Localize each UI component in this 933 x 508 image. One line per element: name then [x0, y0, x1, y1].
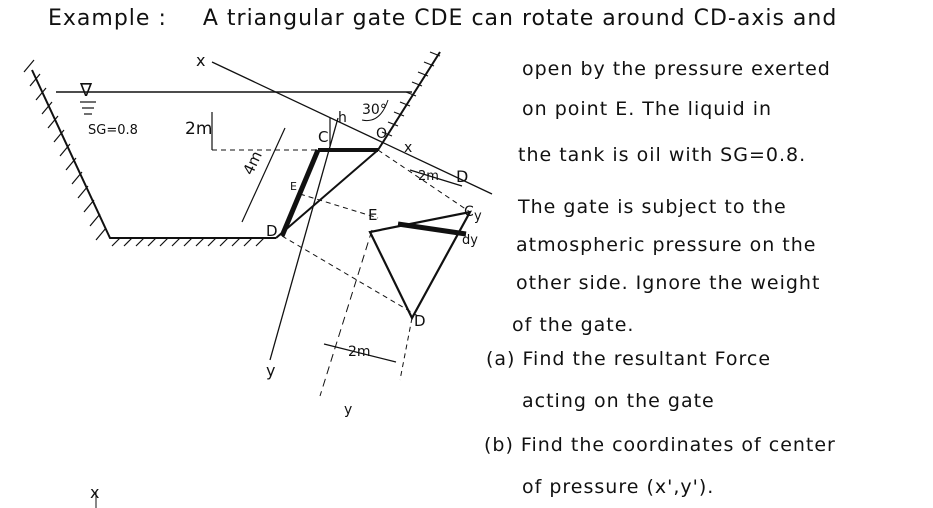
example-label: Example : — [48, 6, 167, 31]
y-label-small: y — [474, 209, 482, 224]
point-o-label: O — [376, 126, 387, 142]
y-label-bottom: y — [344, 402, 352, 418]
free-surface-symbol: ∇ — [79, 80, 93, 101]
h-label: h — [338, 110, 347, 126]
x-axis-line — [211, 61, 493, 195]
angle-arc — [361, 99, 389, 122]
example-title-text: A triangular gate CDE can rotate around … — [202, 6, 838, 31]
top-width-label: 2m — [418, 169, 439, 184]
triangular-gate — [368, 210, 473, 321]
point-e-label: E — [368, 206, 377, 224]
example-heading: Example : A triangular gate CDE can rota… — [48, 6, 837, 31]
specific-gravity-label: SG=0.8 — [88, 123, 138, 138]
wall-hatching — [23, 51, 441, 247]
gate-length-dimension — [241, 127, 286, 223]
problem-line-7: of the gate. — [512, 314, 635, 336]
depth-label: 2m — [185, 119, 212, 139]
point-d-label-bottom: D — [414, 312, 426, 330]
x-label-bottom: x — [90, 483, 99, 502]
projection-dashed-d — [281, 235, 419, 317]
tank-outline — [31, 51, 441, 239]
point-d-label-top: D — [456, 167, 468, 186]
problem-line-9: acting on the gate — [522, 390, 715, 412]
dy-strip — [397, 221, 467, 237]
problem-line-6: other side. Ignore the weight — [516, 272, 821, 294]
problem-line-1: open by the pressure exerted — [522, 58, 831, 80]
point-d-label-left: D — [266, 222, 278, 240]
projection-dashed-c — [377, 149, 471, 213]
problem-line-5: atmospheric pressure on the — [516, 234, 817, 256]
gate-edge-view — [279, 149, 321, 237]
problem-line-3: the tank is oil with SG=0.8. — [518, 144, 807, 166]
x-axis-label-top: x — [196, 51, 205, 70]
x-axis-label-right: x — [404, 140, 412, 156]
bottom-width-dimension — [323, 343, 397, 363]
point-c-label-right: C — [464, 204, 474, 220]
point-e-label-edge: E — [290, 180, 297, 193]
y-axis-line — [269, 117, 339, 361]
y-axis-label-left: y — [266, 361, 275, 380]
bottom-width-label: 2m — [348, 344, 371, 360]
bottom-dashed-line — [399, 317, 413, 381]
projection-dashed-e — [299, 193, 379, 219]
centre-dashed-line — [319, 229, 373, 397]
problem-line-4: The gate is subject to the — [518, 196, 787, 218]
gate-length-label: 4m — [239, 148, 266, 178]
problem-line-2: on point E. The liquid in — [522, 98, 773, 120]
top-width-dimension — [409, 169, 463, 187]
problem-line-10: (b) Find the coordinates of center — [484, 434, 836, 456]
point-c-label-left: C — [318, 128, 328, 146]
problem-line-8: (a) Find the resultant Force — [486, 348, 772, 370]
dy-label: dy — [462, 233, 478, 248]
problem-line-11: of pressure (x',y'). — [522, 476, 715, 498]
